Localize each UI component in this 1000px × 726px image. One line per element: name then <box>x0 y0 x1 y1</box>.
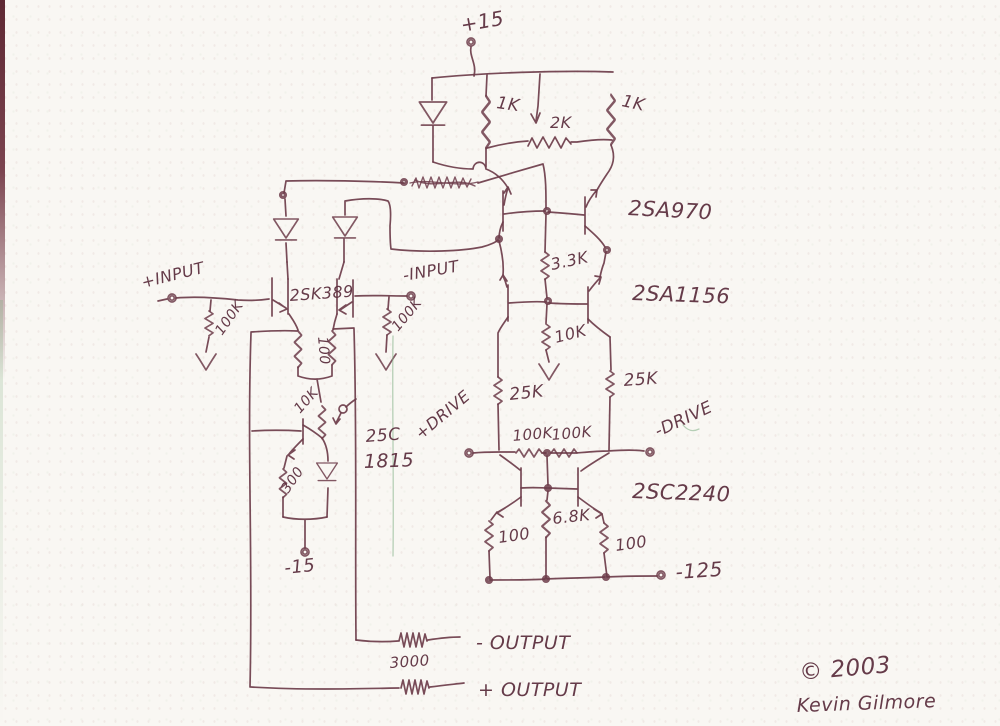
label-r-1k-left: 1K <box>495 93 522 116</box>
transistor-2sc1815 <box>287 418 323 460</box>
label-author: Kevin Gilmore <box>796 690 936 717</box>
label-copyright: © 2003 <box>798 652 892 686</box>
label-r-100k-drive-right: 100K <box>551 422 594 444</box>
resistor-scribble <box>409 176 479 189</box>
label-input-neg: -INPUT <box>401 256 461 285</box>
resistor-25k-right <box>605 370 615 398</box>
label-r-3k3: 3.3K <box>549 247 591 274</box>
resistor-output-neg <box>398 632 428 648</box>
label-r-100-right: 100 <box>614 532 648 555</box>
transistor-2sa970-right <box>584 189 606 248</box>
green-bleed-artifact <box>392 335 700 557</box>
transistor-2sc2240-right <box>547 452 610 519</box>
wires <box>157 46 658 690</box>
resistor-100k-input-left <box>204 310 214 337</box>
resistor-25k-left <box>493 376 503 406</box>
resistor-3k3 <box>540 251 550 281</box>
transistor-2sc2240-left <box>496 454 549 518</box>
label-2sk389: 2SK389 <box>289 282 355 305</box>
resistor-10k-bias <box>541 323 551 351</box>
transistor-2sa1156-left <box>497 274 509 334</box>
label-output-neg: - OUTPUT <box>476 632 571 654</box>
label-r-25k-right: 25K <box>623 369 660 391</box>
label-v-minus: -15 <box>283 555 316 579</box>
label-input-pos: +INPUT <box>139 258 207 292</box>
resistor-1k-right <box>605 93 617 147</box>
resistor-1k-left <box>480 94 492 150</box>
resistor-100-left <box>484 520 494 552</box>
diode-cascode-left <box>272 218 300 241</box>
label-r-out-3000: 3000 <box>389 651 430 672</box>
diode-bias <box>315 462 339 482</box>
resistor-output-pos <box>400 679 430 695</box>
label-r-6k8: 6.8K <box>551 505 592 528</box>
label-r-pot-2k: 2K <box>550 113 573 132</box>
diode-cascode-right <box>331 216 359 239</box>
label-r-100-left: 100 <box>497 524 531 547</box>
label-drive-pos: +DRIVE <box>411 386 474 443</box>
resistor-6k8 <box>540 499 552 539</box>
label-r-1k-right: 1K <box>620 91 648 116</box>
label-2sa970: 2SA970 <box>628 196 713 224</box>
label-r-100k-drive-left: 100K <box>512 423 555 445</box>
scan-edge-green-artifact <box>0 300 3 726</box>
resistor-pot-2k <box>527 136 572 149</box>
label-r-100k-input-left: 100K <box>212 297 248 338</box>
label-r-100-source: 100 <box>314 336 332 366</box>
label-v-plus: +15 <box>459 6 506 37</box>
label-r-25k-left: 25K <box>508 381 546 405</box>
jfet-2sk389-right <box>336 278 354 318</box>
jfet-2sk389-left <box>271 277 289 317</box>
transistor-2sa1156-right <box>587 275 611 338</box>
label-2sc2240: 2SC2240 <box>632 479 731 506</box>
resistor-100-right <box>599 522 609 554</box>
label-drive-neg: -DRIVE <box>652 397 716 441</box>
label-v-out-neg: -125 <box>675 557 724 584</box>
resistor-10k-trim <box>317 404 348 440</box>
diode-top-left <box>418 101 448 126</box>
label-r-10k-bias: 10K <box>552 320 589 347</box>
label-2sc1815-line2: 1815 <box>363 449 414 473</box>
label-2sa1156: 2SA1156 <box>632 281 731 308</box>
resistor-100k-drive-left <box>515 448 543 458</box>
label-output-pos: + OUTPUT <box>478 679 582 701</box>
scan-edge-artifact <box>0 0 5 380</box>
label-r-100k-input-right: 100K <box>389 294 426 334</box>
label-2sc1815-line1: 25C <box>365 425 401 447</box>
resistor-100-source-left <box>293 329 303 369</box>
